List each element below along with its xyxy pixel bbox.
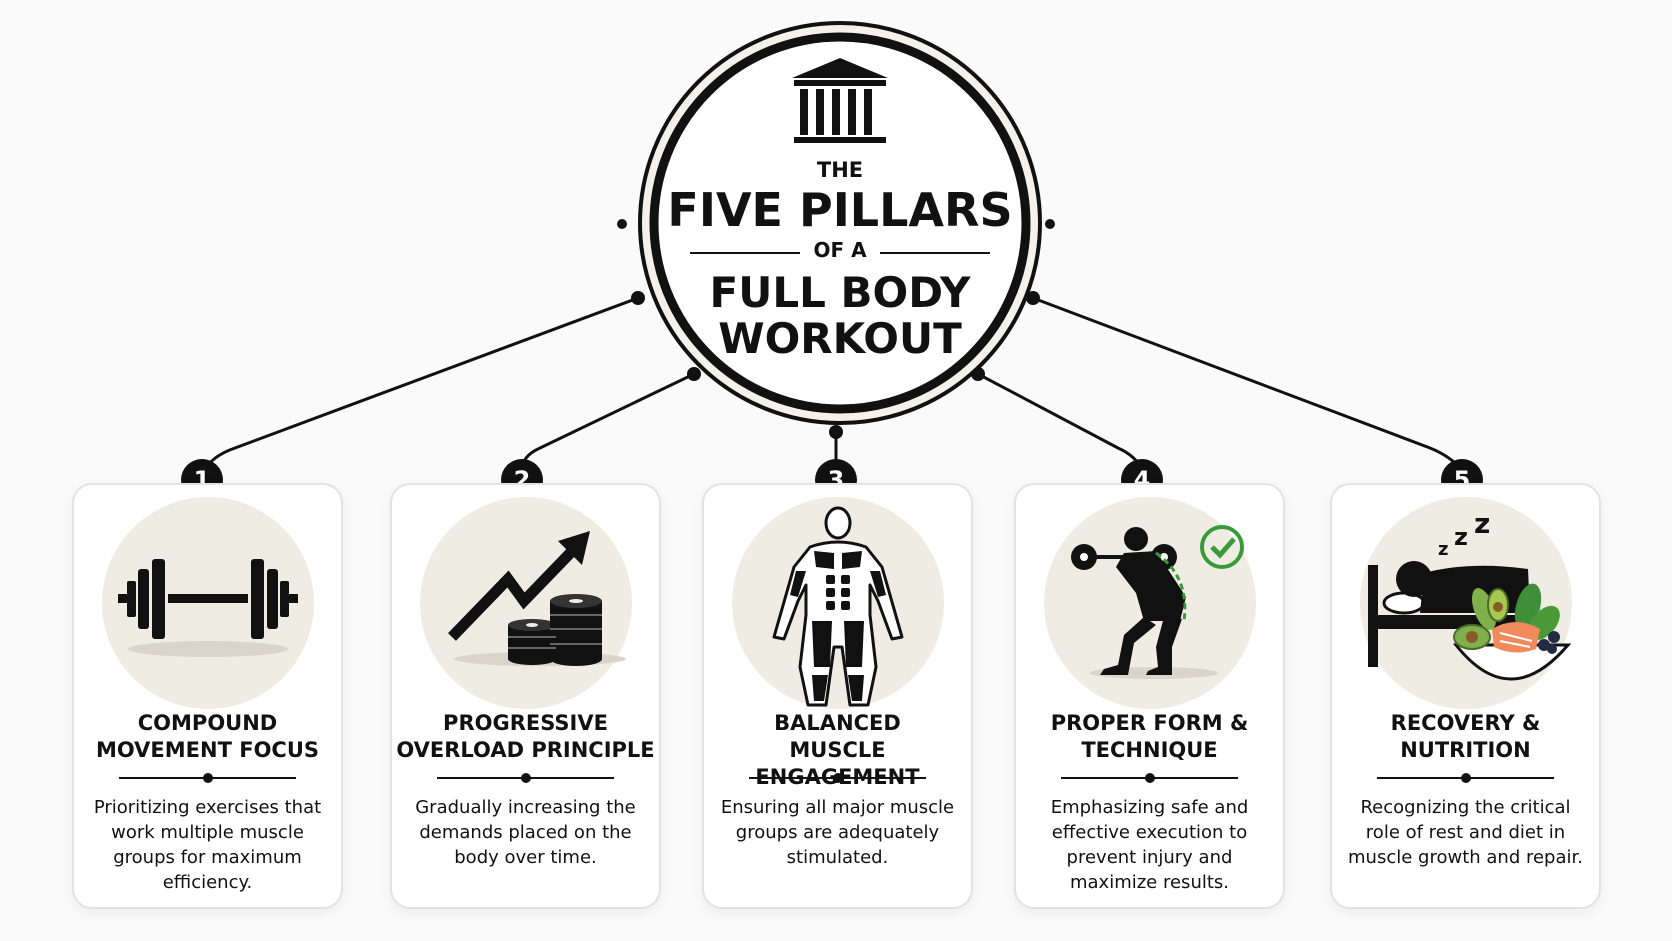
hub-title-of-a: OF A [813,238,867,262]
pillar-divider-dot [1461,773,1471,783]
pillar-description: Gradually increasing the demands placed … [415,797,636,868]
connector-1 [203,296,639,471]
svg-text:z: z [1438,539,1448,560]
connector-5 [1032,296,1464,471]
rising-arrow-weight-plates-icon [448,531,626,666]
pillar-divider-dot [833,773,843,783]
svg-text:z: z [1474,507,1490,540]
pillar-title: PROPER FORM & TECHNIQUE [1050,711,1249,762]
hub-title-of-a-row: OF A [690,238,990,268]
pillar-divider-dot [1145,773,1155,783]
hub-circle: THE FIVE PILLARS OF A FULL BODY WORKOUT [635,18,1045,428]
connector-node [1026,291,1040,305]
pillar-icon-disc [102,497,314,709]
muscle-anatomy-icon [772,506,904,707]
pillar-card-compound-movement: COMPOUND MOVEMENT FOCUS Prioritizing exe… [72,483,343,909]
pillar-description: Emphasizing safe and effective execution… [1050,797,1249,893]
hub-title-workout: WORKOUT [718,314,962,363]
pillar-divider-dot [203,773,213,783]
connector-node [1045,219,1055,229]
pillar-card-recovery-nutrition: z z z RECOVERY & NUTRITION [1330,483,1601,909]
connector-node [829,425,843,439]
hub-rule-right [880,252,990,254]
pillar-title: RECOVERY & NUTRITION [1390,711,1541,762]
pillar-title: COMPOUND MOVEMENT FOCUS [95,711,320,762]
pillar-description: Prioritizing exercises that work multipl… [93,797,322,893]
pillar-icon-disc: z z z [1360,497,1572,709]
pillar-card-proper-form: PROPER FORM & TECHNIQUE Emphasizing safe… [1014,483,1285,909]
pillar-description: Recognizing the critical role of rest an… [1348,797,1583,868]
classical-building-icon [792,58,888,143]
pillar-icon-disc [1044,497,1256,709]
pillar-divider-dot [521,773,531,783]
connector-node [631,291,645,305]
hub-ring [638,21,1042,425]
pillar-card-balanced-muscle: BALANCED MUSCLE ENGAGEMENT Ensuring all … [702,483,973,909]
connector-node [687,367,701,381]
sleep-healthy-food-icon: z z z [1368,507,1572,681]
pillar-icon-disc [732,497,944,709]
hub-title-five-pillars: FIVE PILLARS [667,183,1013,237]
pillar-icon-disc [420,497,632,709]
squat-checkmark-icon [1071,525,1244,679]
hub-rule-left [690,252,800,254]
connector-node [617,219,627,229]
svg-text:z: z [1454,523,1468,551]
hub-title-full-body: FULL BODY [709,268,971,317]
pillar-title: PROGRESSIVE OVERLOAD PRINCIPLE [396,711,655,762]
pillar-description: Ensuring all major muscle groups are ade… [720,797,955,868]
hub-title-the: THE [816,158,864,182]
pillar-card-progressive-overload: PROGRESSIVE OVERLOAD PRINCIPLE Gradually… [390,483,661,909]
dumbbell-icon [118,559,298,657]
